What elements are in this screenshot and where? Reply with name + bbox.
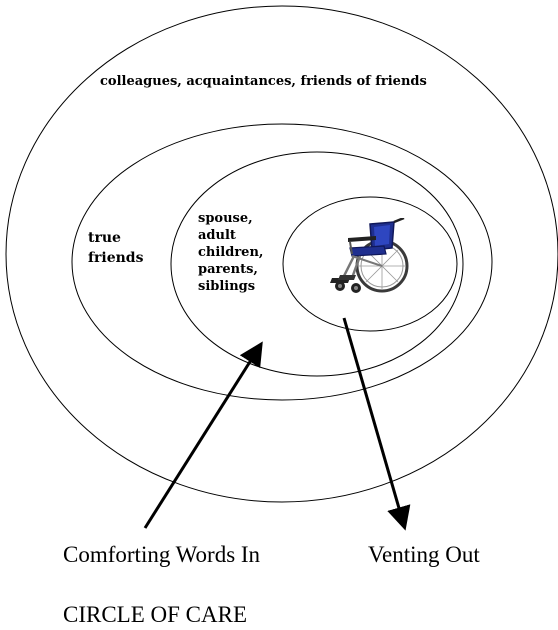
wheelchair-icon: [330, 218, 409, 293]
family-ring: [170, 151, 464, 377]
diagram-title: CIRCLE OF CARE: [63, 602, 248, 627]
venting-out-label: Venting Out: [368, 542, 480, 567]
outer-ring-label: colleagues, acquaintances, friends of fr…: [100, 74, 427, 89]
friends-ring: [71, 123, 493, 401]
family-ring-label: spouse, adult children, parents, sibling…: [198, 211, 264, 294]
comforting-words-label: Comforting Words In: [63, 542, 261, 567]
center-ring: [282, 196, 458, 332]
outer-ring: [5, 5, 558, 503]
venting-arrow: [342, 317, 411, 531]
comforting-arrow: [143, 341, 263, 529]
friends-ring-label: true friends: [88, 230, 144, 266]
